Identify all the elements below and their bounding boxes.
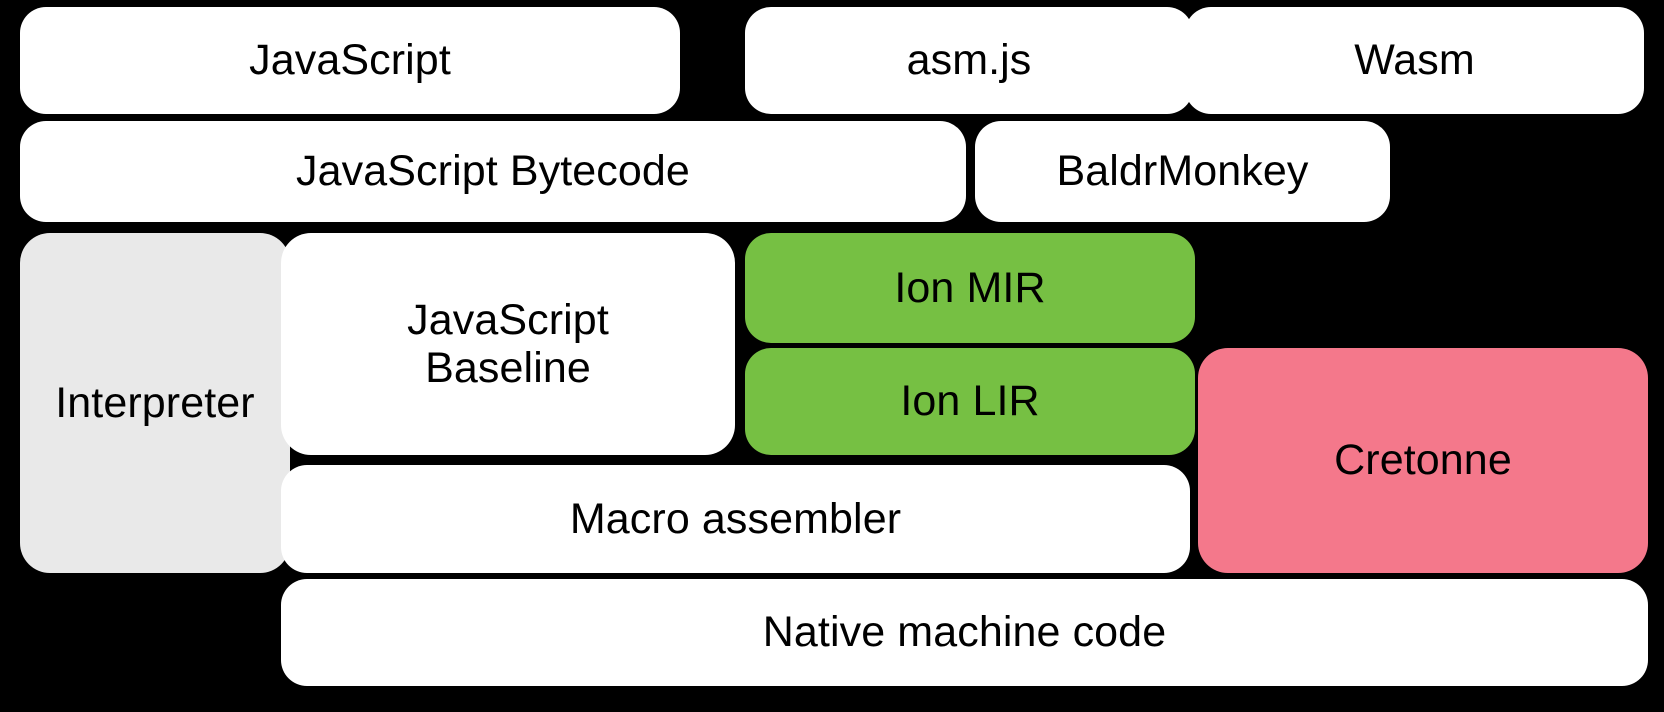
box-asm-js[interactable]: asm.js	[745, 7, 1193, 114]
box-native-machine-code[interactable]: Native machine code	[281, 579, 1648, 686]
box-wasm[interactable]: Wasm	[1185, 7, 1644, 114]
box-ion-lir[interactable]: Ion LIR	[745, 348, 1195, 455]
box-ion-mir[interactable]: Ion MIR	[745, 233, 1195, 343]
box-javascript-bytecode[interactable]: JavaScript Bytecode	[20, 121, 966, 222]
box-javascript[interactable]: JavaScript	[20, 7, 680, 114]
box-baldrmonkey[interactable]: BaldrMonkey	[975, 121, 1390, 222]
box-interpreter[interactable]: Interpreter	[20, 233, 290, 573]
box-macro-assembler[interactable]: Macro assembler	[281, 465, 1190, 573]
box-cretonne[interactable]: Cretonne	[1198, 348, 1648, 573]
box-javascript-baseline[interactable]: JavaScript Baseline	[281, 233, 735, 455]
